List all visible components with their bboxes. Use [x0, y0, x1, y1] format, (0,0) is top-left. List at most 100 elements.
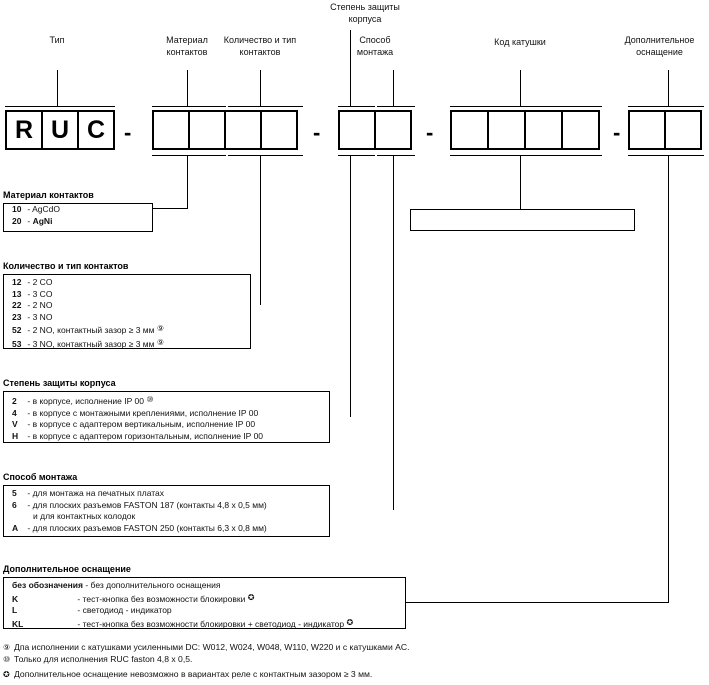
- leader-mounting-method-drop: [393, 155, 394, 510]
- code-cell-2-2[interactable]: [188, 110, 226, 150]
- code-cell-3-2[interactable]: [374, 110, 412, 150]
- footnote-marker-icon: ⑩: [146, 395, 154, 404]
- footnote-marker-icon: ⑨: [156, 337, 165, 347]
- item-sep: -: [27, 430, 31, 441]
- caption-housing-protection-line2: корпуса: [348, 13, 382, 24]
- item-key: H: [12, 430, 19, 441]
- item-sep: -: [27, 488, 31, 498]
- list-item: 6 - для плоских разъемов FASTON 187 (кон…: [4, 500, 329, 512]
- list-item: KL - тест-кнопка без возможности блокиро…: [4, 617, 405, 631]
- item-key: 12: [12, 277, 22, 287]
- rule-below-group5: [628, 155, 704, 156]
- coil-code-placeholder-box: [410, 209, 635, 231]
- item-text: 2 NO: [32, 300, 53, 311]
- item-text: в корпусе, исполнение IP 00: [32, 396, 144, 406]
- code-group-2: [152, 110, 298, 150]
- leader-contact-material-run: [153, 208, 188, 209]
- item-text: 3 CO: [32, 288, 53, 299]
- code-cell-type-2[interactable]: U: [41, 110, 79, 150]
- item-key: без обозначения: [12, 580, 83, 590]
- list-item: 13 - 3 CO: [4, 289, 250, 301]
- list-item: 10 - AgCdO: [4, 204, 152, 216]
- leader-coil-code-top: [520, 70, 521, 106]
- rule-above-group5: [628, 106, 704, 107]
- code-cell-5-1[interactable]: [628, 110, 666, 150]
- item-key: L: [12, 605, 18, 616]
- list-item: 52 - 2 NO, контактный зазор ≥ 3 мм ⑨: [4, 323, 250, 337]
- item-text: и для контактных колодок: [33, 511, 136, 522]
- code-cell-5-2[interactable]: [664, 110, 702, 150]
- item-text: для монтажа на печатных платах: [32, 488, 165, 498]
- rule-above-group2-a: [152, 106, 226, 107]
- code-cell-2-3[interactable]: [224, 110, 262, 150]
- rule-above-type: [5, 106, 115, 107]
- code-separator-4: -: [613, 120, 621, 145]
- code-cell-2-4[interactable]: [260, 110, 298, 150]
- rule-above-group4: [450, 106, 602, 107]
- leader-extra-equipment-drop: [668, 155, 669, 602]
- caption-extra-equipment-line2: оснащение: [636, 46, 683, 57]
- caption-mounting-method: Способ монтажа: [340, 35, 410, 58]
- code-cell-type-1[interactable]: R: [5, 110, 43, 150]
- caption-contact-count: Количество и тип контактов: [215, 35, 305, 58]
- block-mounting-method: 5 - для монтажа на печатных платах 6 - д…: [3, 485, 330, 537]
- caption-contact-count-line1: Количество и тип: [223, 35, 297, 45]
- item-sep: -: [77, 618, 81, 629]
- code-cell-4-2[interactable]: [487, 110, 526, 150]
- item-sep: -: [27, 325, 31, 336]
- block-title-contact-count: Количество и тип контактов: [3, 261, 129, 271]
- leader-contact-count-top: [260, 70, 261, 106]
- code-cell-3-1[interactable]: [338, 110, 376, 150]
- item-text: в корпусе с адаптером вертикальным, испо…: [32, 419, 256, 430]
- item-key: V: [12, 419, 18, 430]
- footnote-text: Дополнительное оснащение невозможно в ва…: [14, 669, 373, 679]
- caption-coil-code: Код катушки: [470, 37, 570, 49]
- block-title-extra-equipment: Дополнительное оснащение: [3, 564, 131, 574]
- leader-extra-equipment-run: [406, 602, 669, 603]
- item-sep: -: [27, 288, 31, 299]
- caption-extra-equipment: Дополнительное оснащение: [612, 35, 707, 58]
- block-title-mounting-method: Способ монтажа: [3, 472, 78, 482]
- item-key: 5: [12, 488, 17, 498]
- footnote-3: ✪Дополнительное оснащение невозможно в в…: [3, 668, 372, 681]
- list-item: 5 - для монтажа на печатных платах: [4, 488, 329, 500]
- item-sep: -: [27, 396, 31, 406]
- item-text: без дополнительного оснащения: [90, 580, 221, 590]
- leader-contact-count-drop: [260, 155, 261, 305]
- block-housing-protection: 2 - в корпусе, исполнение IP 00 ⑩ 4 - в …: [3, 391, 330, 443]
- code-cell-type-3[interactable]: C: [77, 110, 115, 150]
- item-key: A: [12, 522, 19, 533]
- code-cell-4-3[interactable]: [524, 110, 563, 150]
- item-text: 2 NO, контактный зазор ≥ 3 мм: [32, 325, 155, 336]
- rule-below-group3-b: [377, 155, 415, 156]
- code-cell-4-4[interactable]: [561, 110, 600, 150]
- item-text: AgCdO: [32, 204, 60, 214]
- caption-type: Тип: [22, 35, 92, 47]
- code-cell-4-1[interactable]: [450, 110, 489, 150]
- code-group-3: [338, 110, 412, 150]
- item-text: тест-кнопка без возможности блокировки: [82, 593, 246, 604]
- code-separator-3: -: [426, 120, 434, 145]
- block-contact-count: 12 - 2 CO 13 - 3 CO 22 - 2 NO 23 - 3 NO …: [3, 274, 251, 349]
- caption-extra-equipment-line1: Дополнительное: [624, 35, 695, 45]
- code-group-5: [628, 110, 702, 150]
- item-key: KL: [12, 618, 24, 629]
- footnote-marker-icon: ⑩: [3, 655, 11, 664]
- caption-mounting-method-line2: монтажа: [356, 46, 394, 57]
- rule-above-group2-b: [228, 106, 303, 107]
- item-text: 3 NO: [32, 311, 53, 322]
- list-item: 20 - AgNi: [4, 216, 152, 228]
- footnote-marker-icon: ✪: [247, 592, 255, 602]
- footnote-marker-icon: ⑨: [3, 643, 11, 652]
- list-item: 2 - в корпусе, исполнение IP 00 ⑩: [4, 394, 329, 408]
- item-key: 2: [12, 396, 17, 406]
- code-cell-2-1[interactable]: [152, 110, 190, 150]
- leader-mounting-method-top: [393, 70, 394, 106]
- item-sep: -: [85, 580, 89, 590]
- leader-coil-code-drop: [520, 155, 521, 209]
- code-separator-1: -: [124, 120, 132, 145]
- caption-contact-material-line2: контактов: [166, 46, 208, 57]
- list-item: K - тест-кнопка без возможности блокиров…: [4, 592, 405, 606]
- footnote-text: Дпа исполнении с катушками усиленными DC…: [14, 642, 410, 652]
- item-text: 2 CO: [32, 277, 53, 287]
